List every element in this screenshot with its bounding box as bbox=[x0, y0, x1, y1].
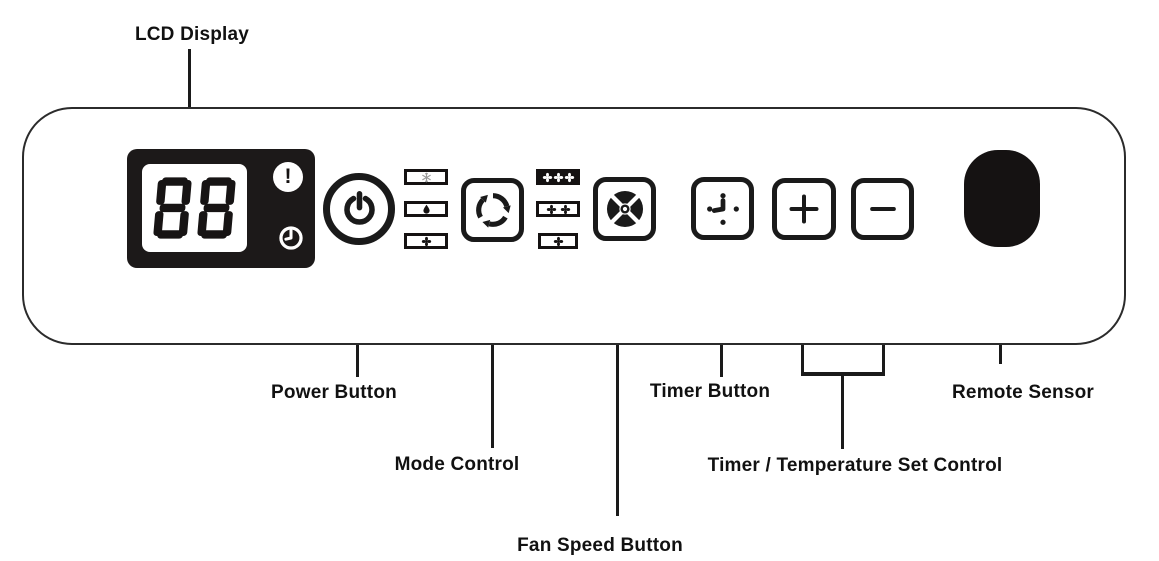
fan-high-indicator bbox=[536, 169, 580, 185]
clock-icon bbox=[706, 192, 739, 225]
dry-droplet-icon bbox=[422, 204, 430, 214]
remote-sensor-label: Remote Sensor bbox=[952, 382, 1094, 403]
timer-button[interactable] bbox=[691, 177, 754, 240]
temp-down-button[interactable] bbox=[851, 178, 914, 240]
power-button[interactable] bbox=[323, 173, 395, 245]
fan-low-indicator bbox=[538, 233, 578, 249]
fan-high-three-icon bbox=[564, 172, 574, 182]
seven-segment-digit bbox=[152, 177, 193, 239]
plus-icon bbox=[789, 194, 819, 224]
lcd-digits bbox=[142, 164, 247, 252]
fan-icon bbox=[606, 190, 643, 228]
cycle-arrows-icon bbox=[473, 190, 513, 230]
seven-segment-digit bbox=[196, 177, 237, 239]
minus-icon bbox=[869, 207, 896, 211]
power-button-label: Power Button bbox=[271, 382, 397, 403]
fan-mode-icon bbox=[421, 236, 431, 246]
timer-button-label: Timer Button bbox=[649, 381, 771, 402]
power-icon bbox=[343, 190, 375, 225]
fan-medium-indicator bbox=[536, 201, 580, 217]
mode-control-button[interactable] bbox=[461, 178, 524, 242]
fan-high-three-icon bbox=[542, 172, 552, 182]
lcd-display-label: LCD Display bbox=[134, 24, 250, 45]
fan-speed-callout-line bbox=[616, 239, 619, 516]
dry-droplet-indicator bbox=[404, 201, 448, 217]
alert-indicator-icon: ! bbox=[273, 162, 303, 192]
fan-medium-two-icon bbox=[560, 204, 570, 214]
remote-sensor bbox=[964, 150, 1040, 247]
fan-mode-indicator bbox=[404, 233, 448, 249]
mode-control-label: Mode Control bbox=[394, 454, 520, 475]
fan-low-one-icon bbox=[553, 236, 563, 246]
timer-temp-callout-line bbox=[841, 375, 844, 449]
fan-speed-button-label: Fan Speed Button bbox=[517, 535, 683, 556]
temp-up-button[interactable] bbox=[772, 178, 836, 240]
cool-snowflake-indicator bbox=[404, 169, 448, 185]
bracket-line bbox=[801, 372, 885, 376]
fan-speed-button[interactable] bbox=[593, 177, 656, 241]
timer-temp-set-label: Timer / Temperature Set Control bbox=[707, 455, 1003, 476]
fan-high-three-icon bbox=[553, 172, 563, 182]
timer-indicator-icon bbox=[279, 226, 303, 250]
lcd-callout-line bbox=[188, 49, 191, 153]
lcd-display: ! bbox=[127, 149, 315, 268]
cool-snowflake-icon bbox=[421, 172, 431, 182]
fan-medium-two-icon bbox=[546, 204, 556, 214]
